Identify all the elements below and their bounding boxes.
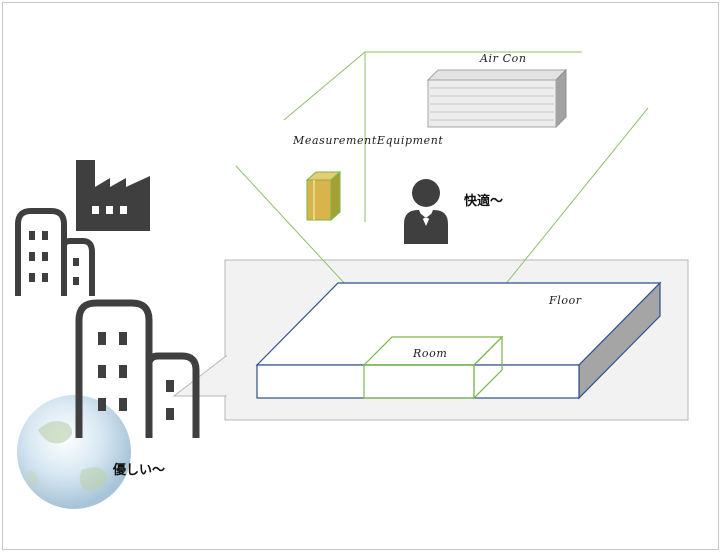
eco-label: 優しい～ [113, 463, 166, 478]
building-icon [75, 299, 200, 438]
measurement-equipment-icon [305, 170, 342, 222]
room-label: Room [413, 347, 448, 360]
factory-icon [76, 160, 150, 231]
floor-slab [255, 281, 662, 400]
person-icon [404, 179, 448, 244]
building-windows [98, 332, 174, 420]
air-con-label: Air Con [480, 52, 527, 65]
building-icon [15, 208, 95, 296]
room-box [362, 335, 504, 400]
floor-label: Floor [549, 294, 582, 307]
comfort-label: 快適～ [464, 194, 504, 209]
ceiling-perspective-lines [283, 51, 582, 222]
building-windows [29, 231, 79, 285]
globe-icon [17, 395, 131, 509]
measurement-equipment-label: MeasurementEquipment [293, 134, 444, 147]
air-conditioner-icon [426, 68, 568, 129]
